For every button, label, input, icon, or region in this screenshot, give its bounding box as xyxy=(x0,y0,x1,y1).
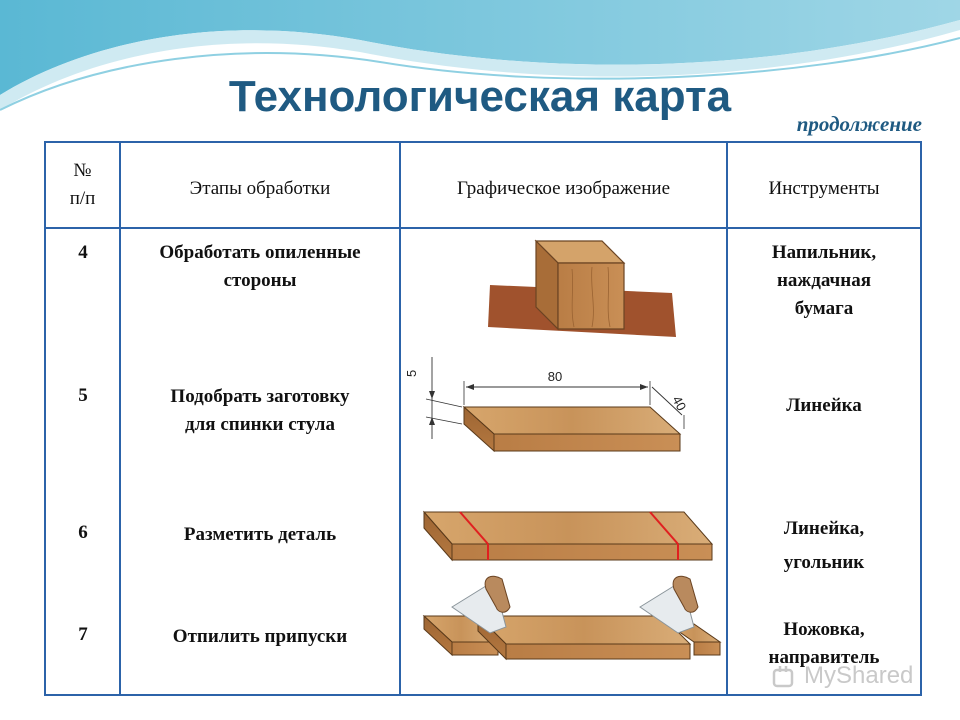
tools-line: наждачная xyxy=(776,270,872,291)
stage-line: стороны xyxy=(223,270,297,291)
row-number: 4 xyxy=(78,242,88,263)
saw-handle-left xyxy=(484,575,511,613)
tools-line: угольник xyxy=(783,552,865,573)
dim-line-width xyxy=(651,386,683,416)
board-front xyxy=(493,433,681,452)
row-number: 7 xyxy=(78,624,88,645)
tools-text: Ножовка, направитель xyxy=(728,616,920,672)
marking-board-illustration xyxy=(422,510,714,562)
row-number: 5 xyxy=(78,385,88,406)
table-frame xyxy=(44,141,922,696)
board-top xyxy=(422,511,714,545)
saw-handle-right xyxy=(672,575,699,613)
slide-subtitle: продолжение xyxy=(796,112,922,136)
slide-title: Технологическая карта xyxy=(228,72,732,121)
blank-board-illustration: 80 40 5 xyxy=(404,357,689,453)
stage-text: Отпилить припуски xyxy=(172,626,348,647)
column-divider xyxy=(726,141,728,696)
dim-label-length: 80 xyxy=(548,369,562,384)
header-tools: Инструменты xyxy=(768,178,880,199)
stage-line: Подобрать заготовку xyxy=(170,386,350,407)
tools-text: Линейка xyxy=(786,395,862,416)
header-number: № п/п xyxy=(46,160,119,210)
row-number: 6 xyxy=(78,522,88,543)
block-front xyxy=(557,262,625,330)
dim-label-thickness: 5 xyxy=(404,370,419,377)
tools-line: Напильник, xyxy=(771,242,877,263)
board-top xyxy=(462,406,682,435)
watermark-icon xyxy=(772,666,794,688)
stage-text: Подобрать заготовку для спинки стула xyxy=(121,383,399,439)
stage-text: Разметить деталь xyxy=(183,524,337,545)
tools-line: бумага xyxy=(794,298,854,319)
tools-line: Линейка, xyxy=(783,518,865,539)
watermark-text: MyShared xyxy=(804,662,914,689)
stage-text: Обработать опиленные стороны xyxy=(121,239,399,295)
header-graphic: Графическое изображение xyxy=(456,178,671,199)
main-part xyxy=(476,615,692,645)
stage-line: для спинки стула xyxy=(185,414,335,435)
marking-line-left xyxy=(459,511,489,545)
marking-line-right xyxy=(649,511,679,545)
column-divider xyxy=(119,141,121,696)
column-divider xyxy=(399,141,401,696)
tools-text: Напильник, наждачная бумага xyxy=(728,239,920,323)
board-front xyxy=(451,543,713,561)
dim-label-width: 40 xyxy=(669,393,689,413)
sanding-illustration xyxy=(488,239,676,337)
tools-text: Линейка, угольник xyxy=(728,512,920,580)
header-divider xyxy=(44,227,922,229)
wave-background xyxy=(0,0,960,111)
graphic-illustrations: 80 40 5 xyxy=(404,239,722,661)
stage-line: Обработать опиленные xyxy=(159,242,361,263)
header-number-sign: № xyxy=(73,160,92,181)
tools-line: направитель xyxy=(768,647,880,668)
tools-line: Ножовка, xyxy=(783,619,865,640)
sawing-illustration xyxy=(422,575,722,661)
header-number-abbr: п/п xyxy=(69,188,96,209)
header-stages: Этапы обработки xyxy=(189,178,331,199)
